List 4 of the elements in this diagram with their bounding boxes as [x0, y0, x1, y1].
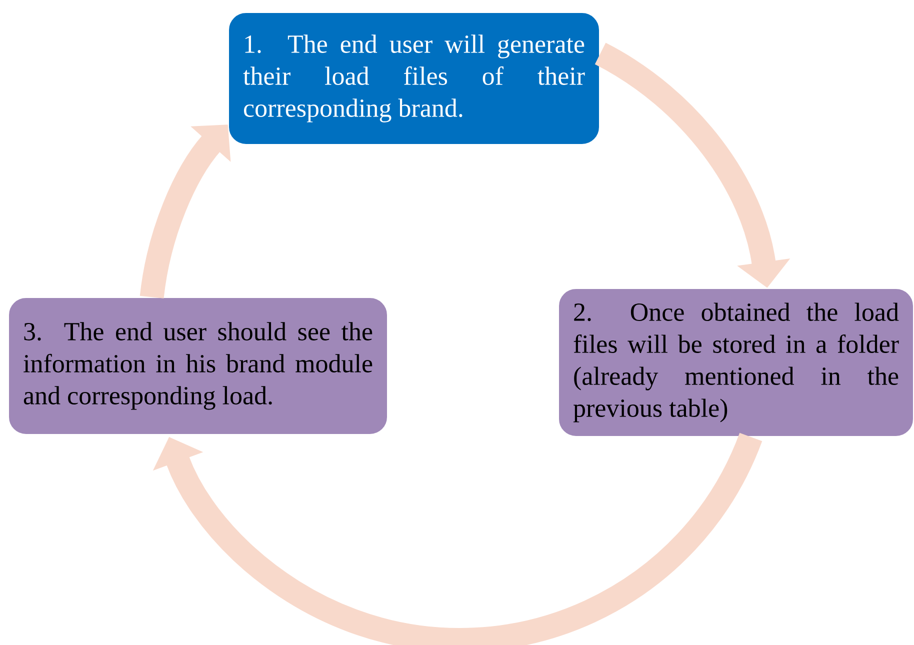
process-box: 1. The end user will generate their load files of their corresponding brand. — [227, 11, 601, 146]
process-box: 2. Once obtained the load files will be stored in a folder (already mentioned in the previous table) — [557, 286, 914, 438]
cycle-arrow — [152, 432, 762, 645]
process-box: 3. The end user should see the information in his brand module and corresponding load. — [7, 296, 389, 436]
